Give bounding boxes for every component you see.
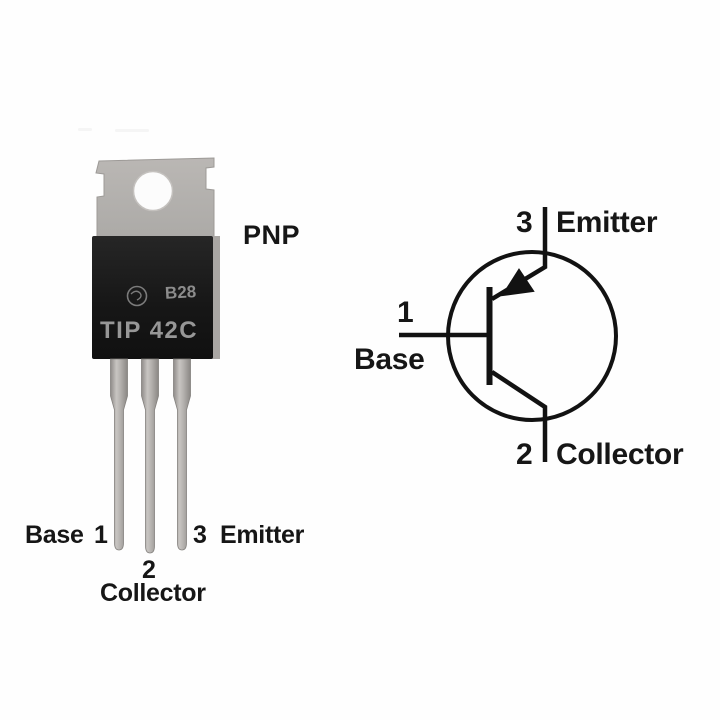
photo-smudge: [78, 128, 92, 131]
body-lot-code: B28: [164, 282, 197, 303]
pin2-collector-name-label: Collector: [100, 579, 206, 607]
lead-2-collector: [141, 358, 159, 554]
mounting-hole: [132, 170, 174, 212]
body-part-number: TIP 42C: [100, 317, 199, 344]
package-type-label: PNP: [243, 220, 301, 250]
schematic-collector-number: 2: [516, 438, 533, 471]
package-body: [92, 236, 213, 359]
to220-package: [92, 157, 220, 554]
schematic-base-name: Base: [354, 343, 425, 376]
collector-lead-line: [490, 370, 548, 462]
pin1-number-label: 1: [94, 521, 108, 549]
schematic-emitter-number: 3: [516, 206, 533, 239]
tab-edge-strip: [211, 236, 220, 359]
schematic-base-number: 1: [397, 296, 414, 329]
manufacturer-logo-icon: [126, 285, 148, 307]
lead-3-emitter: [173, 358, 191, 551]
photo-smudge: [115, 129, 149, 132]
pin1-base-name-label: Base: [25, 521, 84, 549]
pnp-schematic-symbol: [399, 207, 618, 462]
pin3-number-label: 3: [193, 521, 207, 549]
schematic-collector-name: Collector: [556, 438, 684, 471]
pin3-emitter-name-label: Emitter: [220, 521, 305, 549]
pin2-number-label: 2: [142, 556, 156, 584]
emitter-arrowhead: [500, 268, 535, 297]
lead-1-base: [110, 358, 128, 551]
schematic-emitter-name: Emitter: [556, 206, 658, 239]
